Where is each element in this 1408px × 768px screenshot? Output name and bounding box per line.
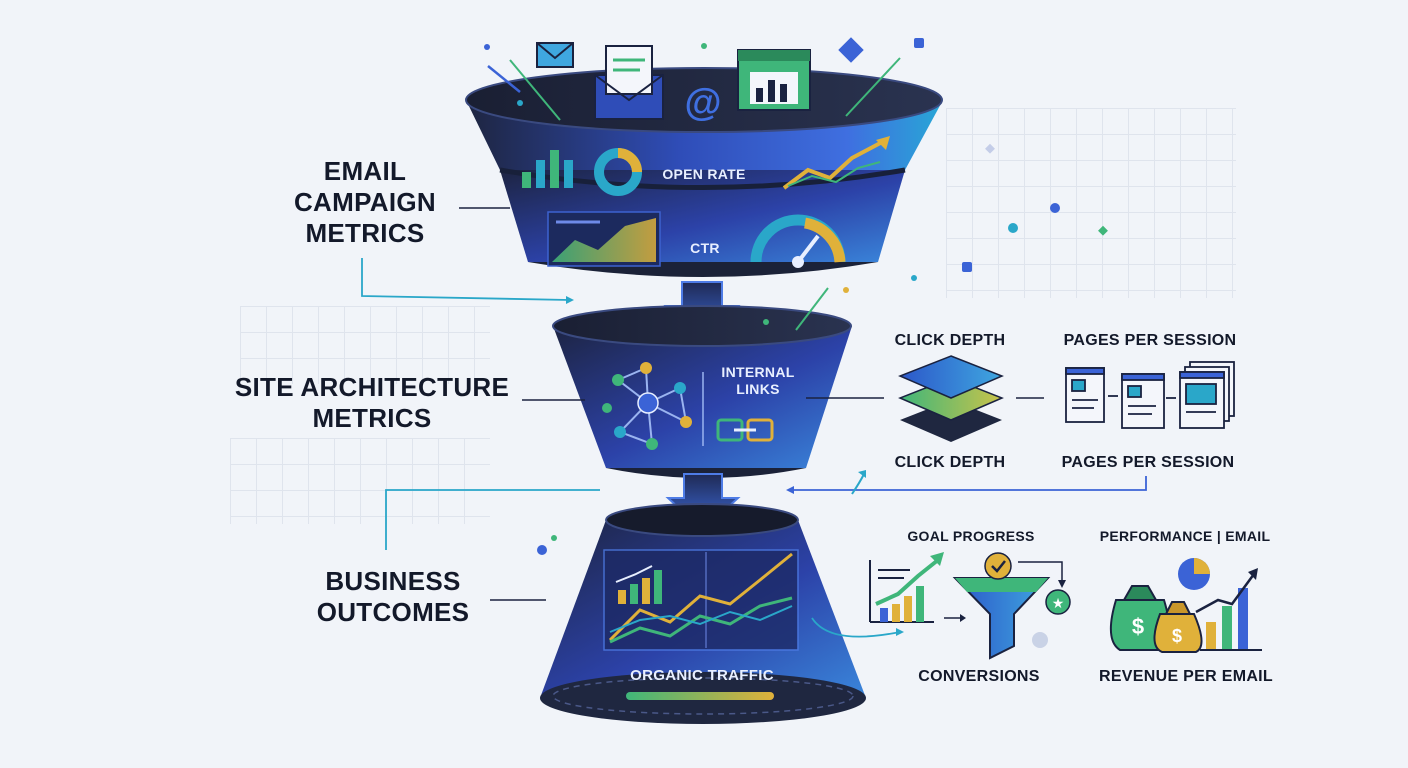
svg-text:★: ★ xyxy=(1052,596,1065,612)
traffic-chart-panel xyxy=(603,549,799,651)
goal-chart-icon xyxy=(869,552,944,623)
business-funnel-stage xyxy=(540,503,866,724)
link-chain-icon xyxy=(716,418,774,442)
revenue-bags-icon: $ $ xyxy=(1109,585,1203,653)
browser-chart-icon xyxy=(737,49,811,111)
open-rate-label: OPEN RATE xyxy=(662,166,746,182)
envelope-small-icon xyxy=(536,42,574,68)
ctr-label: CTR xyxy=(690,240,720,256)
organic-traffic-label: ORGANIC TRAFFIC xyxy=(630,667,774,684)
diamond-icon xyxy=(838,37,864,63)
internal-links-label: INTERNAL LINKS xyxy=(721,364,795,397)
section-label-email: EMAIL CAMPAIGN METRICS xyxy=(293,156,437,248)
trend-line-icon xyxy=(782,136,890,190)
background-grid-left-top xyxy=(240,306,490,384)
square-dot-icon xyxy=(914,38,924,48)
envelope-open-icon xyxy=(594,45,664,120)
organic-traffic-progress-fill xyxy=(626,692,774,700)
svg-text:$: $ xyxy=(1132,614,1144,639)
performance-email-label: PERFORMANCE | EMAIL xyxy=(1099,528,1271,544)
conversions-label: CONVERSIONS xyxy=(918,668,1040,685)
pages-per-session-label-bottom: PAGES PER SESSION xyxy=(1061,454,1235,471)
revenue-growth-icon xyxy=(1178,558,1262,651)
section-label-business: BUSINESS OUTCOMES xyxy=(316,566,470,627)
pages-flow-icon xyxy=(1065,361,1235,429)
area-chart-icon xyxy=(547,211,661,267)
email-funnel-stage xyxy=(465,67,943,277)
svg-text:$: $ xyxy=(1172,626,1182,646)
conversion-funnel-icon: ★ xyxy=(944,552,1071,660)
pages-per-session-label-top: PAGES PER SESSION xyxy=(1063,332,1237,349)
bar-chart-icon xyxy=(522,150,573,188)
background-grid-left-bottom xyxy=(230,438,490,524)
click-depth-label-top: CLICK DEPTH xyxy=(894,332,1006,349)
revenue-per-email-label: REVENUE PER EMAIL xyxy=(1098,668,1273,685)
background-grid-right xyxy=(946,108,1236,298)
donut-chart-icon xyxy=(594,148,642,196)
at-sign-icon: @ xyxy=(684,82,721,124)
gauge-icon xyxy=(750,214,846,268)
section-label-site: SITE ARCHITECTURE METRICS xyxy=(234,372,510,433)
goal-progress-label: GOAL PROGRESS xyxy=(907,528,1035,544)
layers-stack-icon xyxy=(898,355,1004,442)
click-depth-label-bottom: CLICK DEPTH xyxy=(894,454,1006,471)
